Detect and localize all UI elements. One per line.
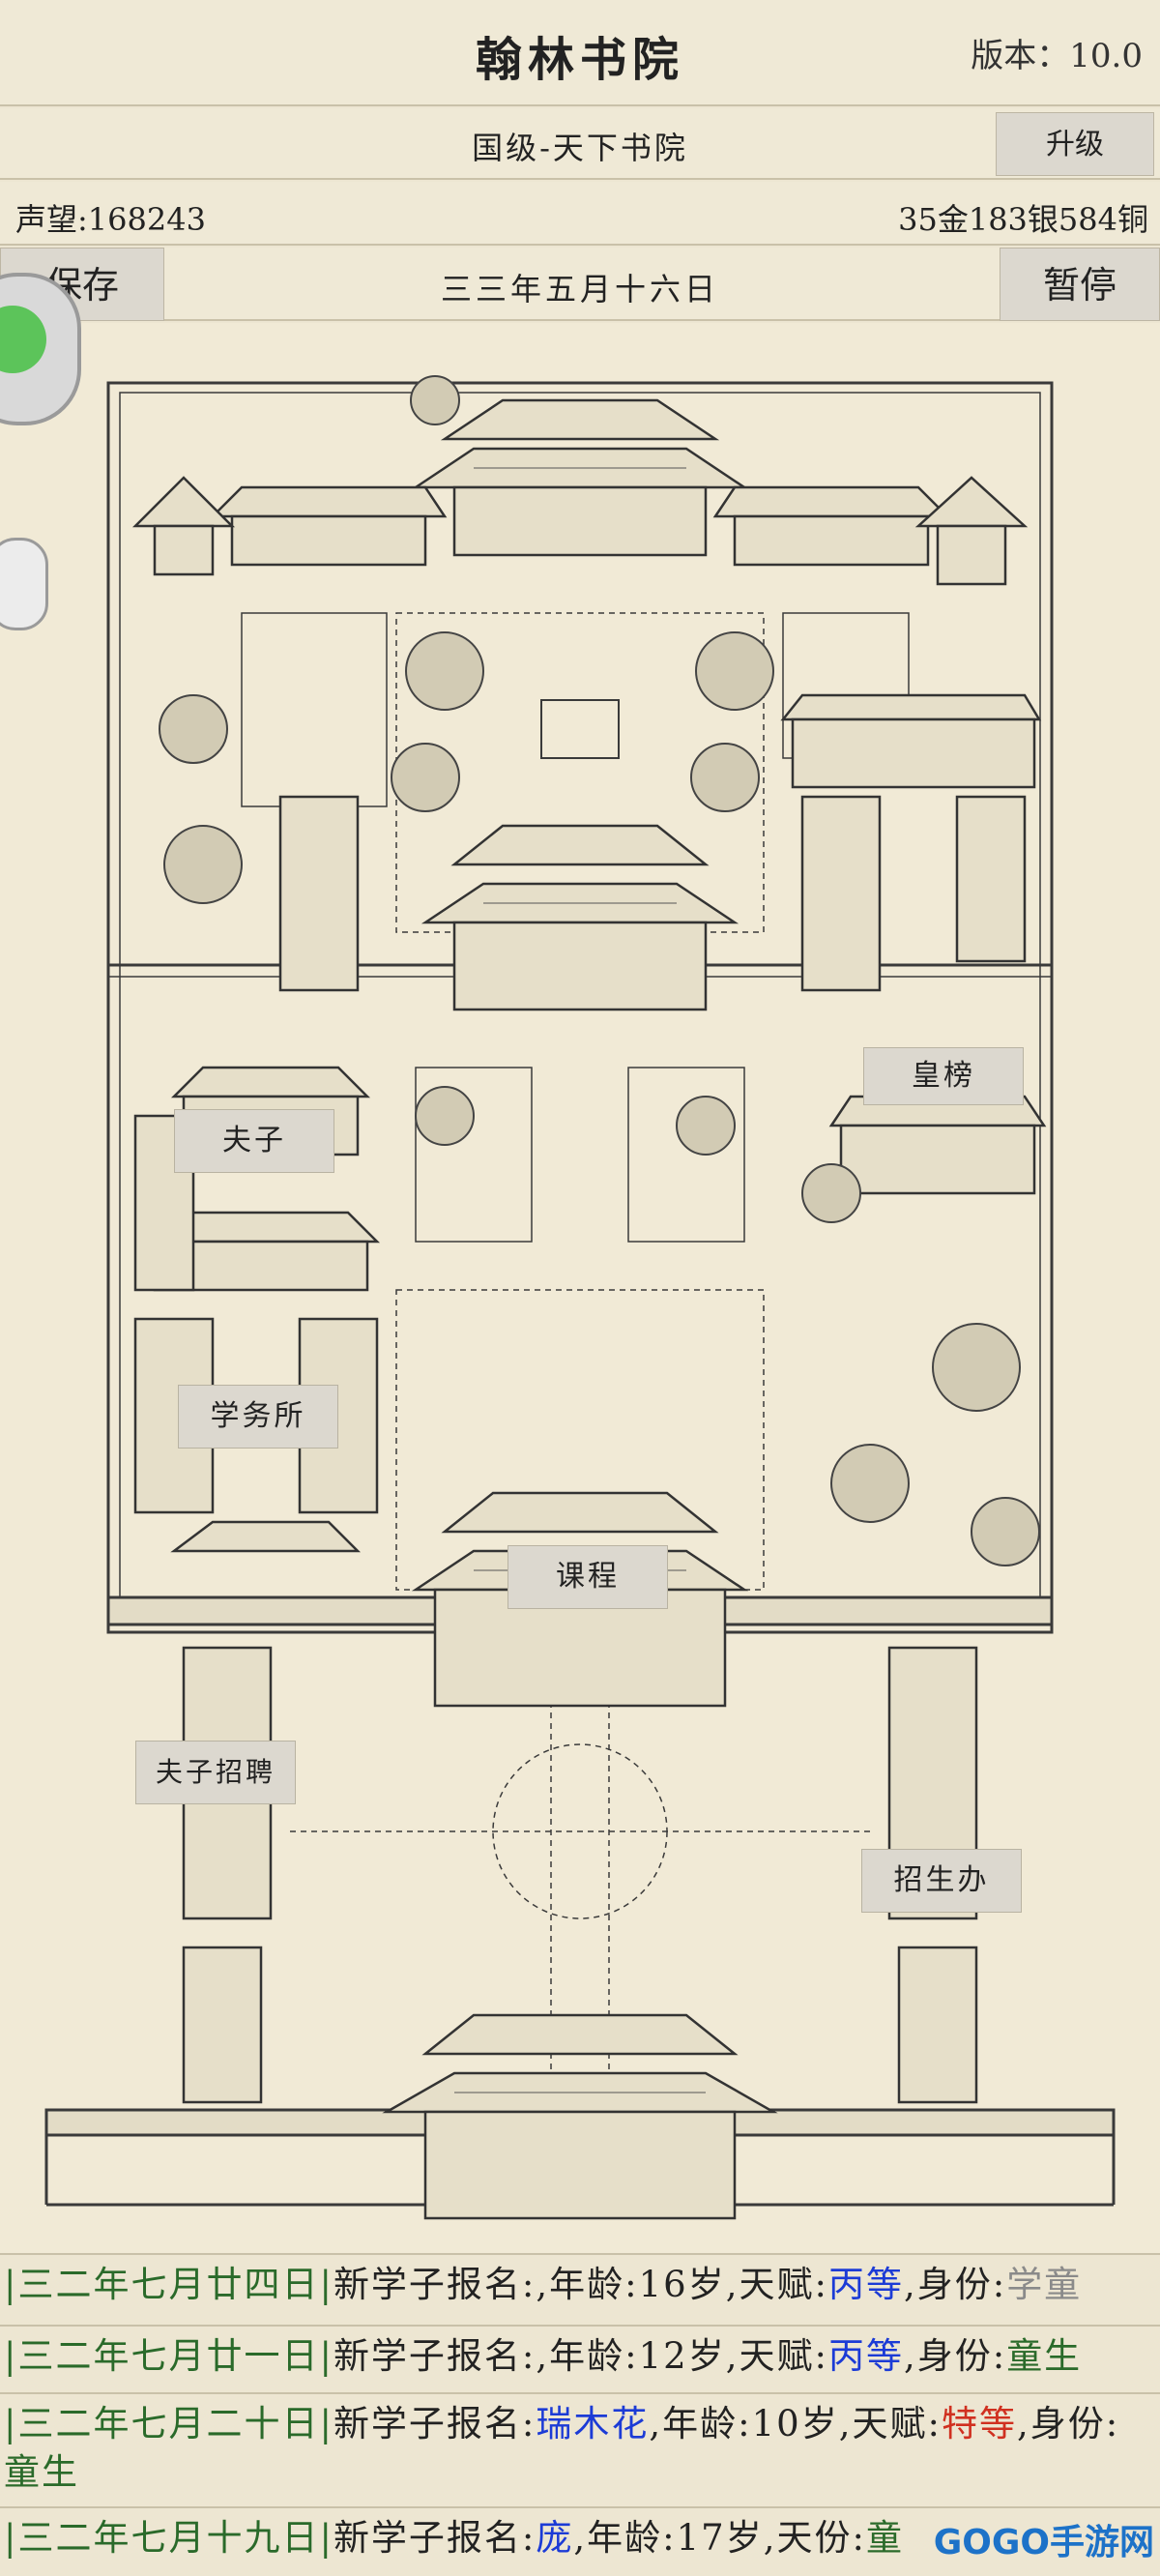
log-identity: 童 [865, 2517, 904, 2559]
log-text: 新学子报名: [333, 2517, 536, 2559]
fuzi-button[interactable]: 夫子 [174, 1109, 334, 1173]
event-log[interactable]: |三二年七月廿四日|新学子报名:,年龄:16岁,天赋:丙等,身份:学童 |三二年… [0, 2253, 1160, 2576]
log-text: 新学子报名: [333, 2264, 536, 2305]
academy-title: 翰林书院 [475, 33, 684, 87]
log-talent: 丙等 [827, 2335, 904, 2377]
title-bar: 翰林书院 版本：10.0 [0, 0, 1160, 106]
log-talent: 特等 [941, 2403, 1017, 2444]
watermark: GOGO手游网 [933, 2523, 1154, 2562]
log-text: 新学子报名: [333, 2335, 536, 2377]
log-date: |三二年七月二十日| [4, 2403, 334, 2444]
money-value: 35金183银584铜 [898, 201, 1148, 238]
log-entry: |三二年七月十九日|新学子报名:庞,年龄:17岁,天份:童 [0, 2506, 1160, 2576]
log-entry: |三二年七月廿四日|新学子报名:,年龄:16岁,天赋:丙等,身份:学童 [0, 2253, 1160, 2325]
log-identity-prefix: 份: [814, 2517, 866, 2559]
log-name: 瑞木花 [536, 2403, 650, 2444]
log-identity: 童生 [4, 2451, 79, 2493]
version-label: 版本：10.0 [971, 37, 1143, 75]
log-identity-prefix: ,身份: [1016, 2403, 1120, 2444]
floating-assistant-bubble[interactable] [0, 538, 48, 630]
log-name: 庞 [536, 2517, 574, 2559]
rank-bar: 国级-天下书院 升级 [0, 108, 1160, 180]
huangbang-button[interactable]: 皇榜 [863, 1047, 1024, 1105]
fuzi-zhaopin-button[interactable]: 夫子招聘 [135, 1741, 296, 1804]
chat-icon [0, 306, 46, 373]
log-identity-prefix: ,身份: [903, 2264, 1007, 2305]
academy-illustration [44, 375, 1116, 2220]
xuewusuo-button[interactable]: 学务所 [178, 1385, 338, 1449]
prestige-value: 声望:168243 [15, 201, 206, 238]
log-identity: 学童 [1006, 2264, 1083, 2305]
floating-chat-bubble[interactable] [0, 273, 81, 425]
log-date: |三二年七月廿四日| [4, 2264, 334, 2305]
log-entry: |三二年七月廿一日|新学子报名:,年龄:12岁,天赋:丙等,身份:童生 [0, 2325, 1160, 2392]
upgrade-button[interactable]: 升级 [996, 112, 1154, 176]
log-age: ,年龄:17岁,天 [573, 2517, 815, 2559]
log-age: ,年龄:10岁,天赋: [649, 2403, 942, 2444]
log-entry: |三二年七月二十日|新学子报名:瑞木花,年龄:10岁,天赋:特等,身份: 童生 [0, 2392, 1160, 2506]
log-date: |三二年七月十九日| [4, 2517, 334, 2559]
academy-map: 皇榜 夫子 学务所 课程 夫子招聘 招生办 [0, 323, 1160, 2253]
log-talent: 丙等 [827, 2264, 904, 2305]
pause-button[interactable]: 暂停 [1000, 248, 1160, 321]
status-bar: 声望:168243 35金183银584铜 [0, 182, 1160, 246]
log-age: ,年龄:12岁,天赋: [536, 2335, 828, 2377]
log-age: ,年龄:16岁,天赋: [536, 2264, 828, 2305]
academy-rank: 国级-天下书院 [472, 130, 688, 166]
kecheng-button[interactable]: 课程 [508, 1545, 668, 1609]
zhaoshengban-button[interactable]: 招生办 [861, 1849, 1022, 1913]
control-bar: 保存 三三年五月十六日 暂停 [0, 248, 1160, 321]
log-identity: 童生 [1006, 2335, 1083, 2377]
log-text: 新学子报名: [333, 2403, 536, 2444]
game-date: 三三年五月十六日 [440, 271, 719, 307]
log-date: |三二年七月廿一日| [4, 2335, 334, 2377]
log-identity-prefix: ,身份: [903, 2335, 1007, 2377]
